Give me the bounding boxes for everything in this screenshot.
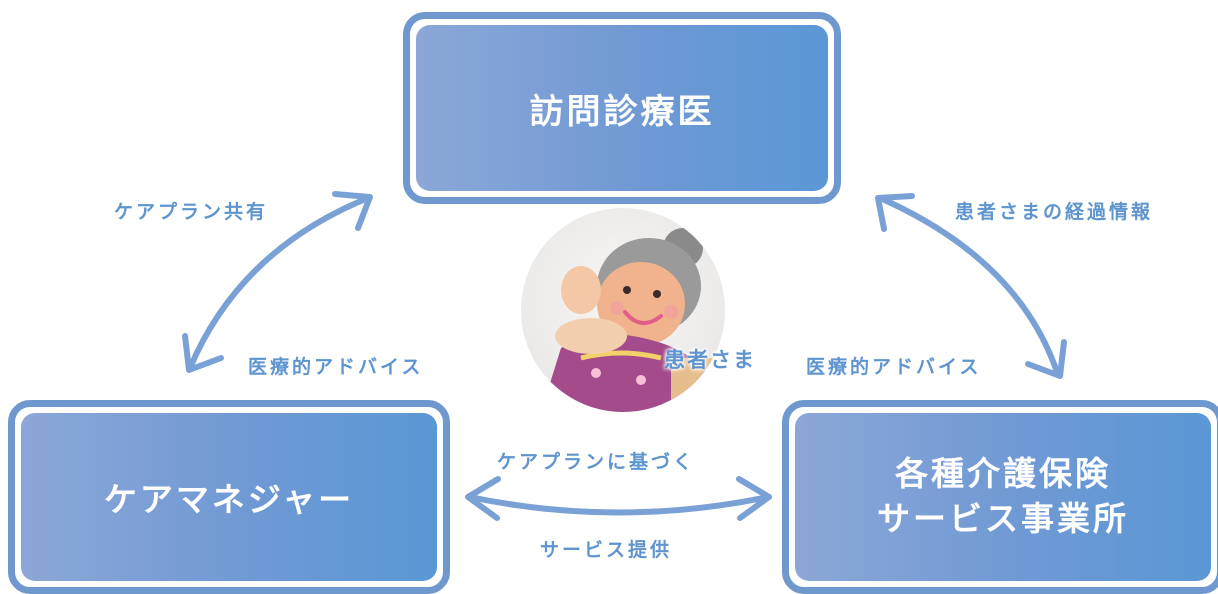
patient-doll-illustration — [541, 228, 725, 412]
arrowhead-doctor — [332, 191, 373, 231]
node-provider-label-line2: サービス事業所 — [877, 499, 1129, 538]
label-patient-progress-info: 患者さまの経過情報 — [955, 201, 1154, 223]
arrowhead-caremanager-bottom — [465, 476, 501, 521]
label-medical-advice-right: 医療的アドバイス — [806, 356, 982, 378]
arrowhead-provider — [1025, 339, 1067, 379]
arrow-doctor-caremanager — [187, 195, 371, 371]
patient-photo — [521, 208, 725, 412]
node-visiting-doctor: 訪問診療医 — [403, 12, 841, 204]
node-visiting-doctor-label: 訪問診療医 — [416, 25, 828, 191]
arrow-caremanager-provider — [467, 494, 771, 516]
arrowhead-doctor-right — [875, 193, 915, 232]
label-careplan-share: ケアプラン共有 — [114, 201, 269, 223]
patient-label: 患者さま — [664, 348, 756, 372]
node-provider-label-line1: 各種介護保険 — [895, 454, 1111, 494]
node-care-manager-label: ケアマネジャー — [21, 413, 437, 581]
arrow-doctor-provider — [877, 195, 1061, 378]
arrowhead-provider-bottom — [736, 476, 772, 521]
label-based-on-careplan: ケアプランに基づく — [497, 451, 696, 473]
label-service-provision: サービス提供 — [540, 539, 673, 561]
arrowhead-caremanager — [182, 333, 224, 373]
label-medical-advice-left: 医療的アドバイス — [248, 356, 424, 378]
node-care-service-provider: 各種介護保険 サービス事業所 — [782, 400, 1218, 594]
node-care-manager: ケアマネジャー — [8, 400, 450, 594]
